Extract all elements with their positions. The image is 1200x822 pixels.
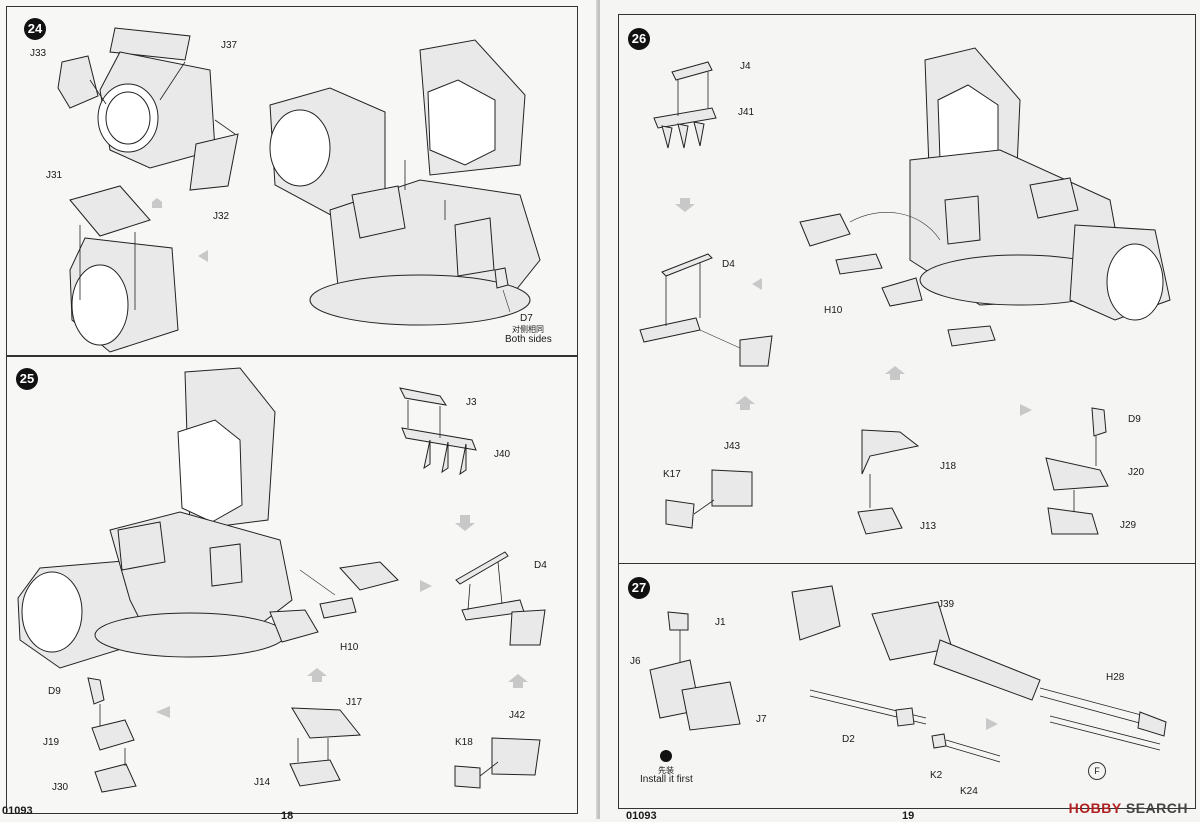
step-26-j4-j41 bbox=[653, 61, 717, 149]
left-page-drawings bbox=[17, 27, 546, 793]
part-label-j18: J18 bbox=[940, 461, 957, 472]
book-spine bbox=[596, 0, 602, 819]
step-25-vehicle bbox=[17, 367, 293, 669]
part-label-j33: J33 bbox=[30, 48, 47, 59]
step-25-h10 bbox=[269, 561, 399, 643]
install-first-cn: 先装 bbox=[658, 766, 674, 775]
step-25-d9-j19-j30 bbox=[87, 677, 137, 793]
part-label-k18: K18 bbox=[455, 737, 473, 748]
left-page: 24 25 J33 J37 J31 J32 D7 对侧相同 Both sides… bbox=[0, 0, 598, 822]
part-label-j13: J13 bbox=[920, 521, 937, 532]
part-label-j7: J7 bbox=[756, 714, 767, 725]
part-label-j39: J39 bbox=[938, 599, 955, 610]
step-25-d4 bbox=[455, 551, 546, 646]
part-label-d4: D4 bbox=[534, 560, 547, 571]
part-label-j37: J37 bbox=[221, 40, 238, 51]
d7-note-cn: 对侧相同 bbox=[512, 325, 544, 334]
part-label-j19: J19 bbox=[43, 737, 60, 748]
part-label-j31: J31 bbox=[46, 170, 63, 181]
step-26-j43-k17 bbox=[665, 469, 753, 529]
right-page-drawings bbox=[639, 47, 1171, 763]
part-label-k2: K2 bbox=[930, 770, 943, 781]
step-24-dish-exploded bbox=[57, 27, 239, 191]
part-label-d4: D4 bbox=[722, 259, 735, 270]
step-26-j18-j13 bbox=[857, 429, 920, 535]
step-27-gun-assembly bbox=[791, 585, 1167, 737]
step-26-h10 bbox=[799, 212, 996, 347]
part-label-j6: J6 bbox=[630, 656, 641, 667]
step-25-j17-j14 bbox=[289, 707, 361, 787]
step-26-badge: 26 bbox=[628, 28, 650, 50]
part-label-j40: J40 bbox=[494, 449, 511, 460]
part-label-j14: J14 bbox=[254, 777, 271, 788]
step-25-badge: 25 bbox=[16, 368, 38, 390]
part-label-j17: J17 bbox=[346, 697, 363, 708]
step-27-d2-k2-k24 bbox=[809, 689, 1161, 763]
part-label-d2: D2 bbox=[842, 734, 855, 745]
right-page: 26 27 J4 J41 D4 H10 D9 J20 J29 J43 K17 J… bbox=[600, 0, 1200, 822]
sub-assembly-f-marker: F bbox=[1088, 762, 1106, 780]
part-label-k24: K24 bbox=[960, 786, 978, 797]
step-26-vehicle bbox=[909, 47, 1171, 321]
part-label-d7: D7 bbox=[520, 313, 533, 324]
step-26-d9-j20-j29 bbox=[1045, 407, 1109, 535]
part-label-d9: D9 bbox=[48, 686, 61, 697]
watermark-brand-a: HOBBY bbox=[1068, 800, 1122, 816]
step-24-dish-box bbox=[69, 185, 179, 353]
step-25-j42-k18 bbox=[454, 737, 541, 789]
step-27-badge: 27 bbox=[628, 577, 650, 599]
part-label-j42: J42 bbox=[509, 710, 526, 721]
part-label-j41: J41 bbox=[738, 107, 755, 118]
install-first-note: Install it first bbox=[640, 774, 693, 785]
part-label-h28: H28 bbox=[1106, 672, 1125, 683]
part-label-k17: K17 bbox=[663, 469, 681, 480]
part-label-d9: D9 bbox=[1128, 414, 1141, 425]
part-label-h10: H10 bbox=[824, 305, 843, 316]
right-catalog-code: 01093 bbox=[626, 810, 657, 822]
left-page-number: 18 bbox=[281, 810, 294, 822]
left-catalog-code: 01093 bbox=[2, 805, 33, 817]
step-24-frame bbox=[6, 6, 578, 356]
hobby-search-watermark: HOBBY SEARCH bbox=[1069, 800, 1188, 816]
part-label-j43: J43 bbox=[724, 441, 741, 452]
step-25-frame bbox=[6, 356, 578, 814]
step-24-turret bbox=[269, 39, 541, 326]
step-27-j1-j6-j7 bbox=[649, 611, 741, 762]
right-page-number: 19 bbox=[902, 810, 915, 822]
part-label-j1: J1 bbox=[715, 617, 726, 628]
part-label-j4: J4 bbox=[740, 61, 751, 72]
step-25-j3-j40 bbox=[399, 387, 477, 476]
part-label-j30: J30 bbox=[52, 782, 69, 793]
step-24-badge: 24 bbox=[24, 18, 46, 40]
step-26-d4 bbox=[639, 253, 773, 367]
watermark-brand-b: SEARCH bbox=[1121, 800, 1188, 816]
part-label-j3: J3 bbox=[466, 397, 477, 408]
part-label-j29: J29 bbox=[1120, 520, 1137, 531]
d7-note-both-sides: Both sides bbox=[505, 334, 552, 345]
part-label-j20: J20 bbox=[1128, 467, 1145, 478]
part-label-h10: H10 bbox=[340, 642, 359, 653]
step-27-frame bbox=[618, 563, 1196, 809]
part-label-j32: J32 bbox=[213, 211, 230, 222]
